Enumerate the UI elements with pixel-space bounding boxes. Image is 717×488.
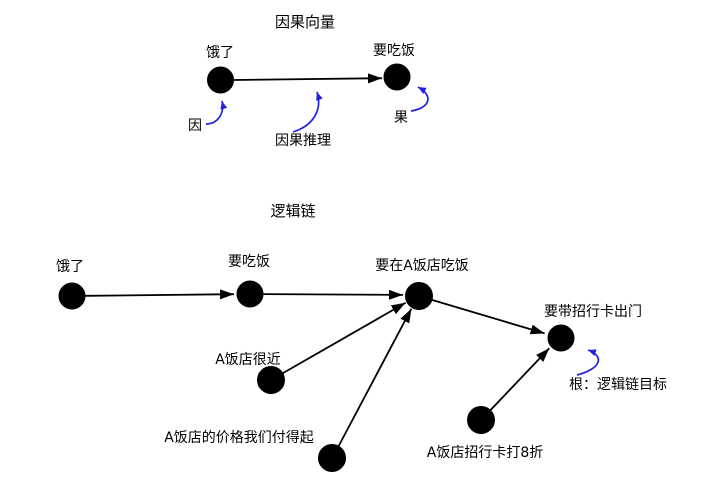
inference-annotation-label: 因果推理 xyxy=(275,133,331,149)
root-annotation-arrow xyxy=(576,349,600,376)
node-restaurant-a-cmb-discount-label: A饭店招行卡打8折 xyxy=(427,444,543,461)
edge-want-eat-to-eat-at-a xyxy=(263,289,404,300)
root-annotation-label: 根：逻辑链目标 xyxy=(569,377,667,393)
node-eat-at-restaurant-a-label: 要在A饭店吃饭 xyxy=(375,258,469,274)
node-want-to-eat xyxy=(383,63,411,91)
node-chain-hungry xyxy=(58,282,86,310)
edge-eat-at-a-to-bring-card xyxy=(431,299,545,335)
node-restaurant-a-affordable xyxy=(318,444,346,472)
effect-annotation-arrow xyxy=(410,86,429,112)
node-hungry xyxy=(207,66,234,94)
node-restaurant-a-near-label: A饭店很近 xyxy=(215,352,281,368)
node-chain-hungry-label: 饿了 xyxy=(56,259,84,275)
edge-a-near-to-eat-at-a xyxy=(281,302,406,375)
node-bring-cmb-card xyxy=(547,324,575,352)
cause-annotation-label: 因 xyxy=(188,118,202,134)
node-eat-at-restaurant-a xyxy=(405,282,433,310)
cause-annotation-arrow xyxy=(205,100,228,125)
node-chain-want-to-eat xyxy=(236,280,264,308)
effect-annotation-label: 果 xyxy=(394,110,408,126)
node-restaurant-a-cmb-discount xyxy=(467,406,495,434)
node-hungry-label: 饿了 xyxy=(206,45,234,61)
node-chain-want-to-eat-label: 要吃饭 xyxy=(228,254,270,270)
logic-chain-title: 逻辑链 xyxy=(270,202,315,220)
node-want-to-eat-label: 要吃饭 xyxy=(373,43,415,59)
edge-discount-to-bring-card xyxy=(489,347,550,412)
edge-cause-to-effect xyxy=(233,73,383,84)
logic-chain-section: 逻辑链 饿了 要吃饭 要在A饭店吃饭 要带招行卡出门 A饭店很近 A饭店的价格我… xyxy=(56,202,667,472)
edge-hungry-to-want-eat xyxy=(85,289,235,300)
causal-vector-title: 因果向量 xyxy=(275,13,335,31)
edge-a-affordable-to-eat-at-a xyxy=(337,308,413,447)
causal-vector-section: 因果向量 饿了 要吃饭 因 因果推理 果 xyxy=(188,13,429,149)
node-bring-cmb-card-label: 要带招行卡出门 xyxy=(544,304,642,320)
node-restaurant-a-near xyxy=(257,366,285,394)
inference-annotation-arrow xyxy=(292,91,323,133)
node-restaurant-a-affordable-label: A饭店的价格我们付得起 xyxy=(164,429,314,446)
